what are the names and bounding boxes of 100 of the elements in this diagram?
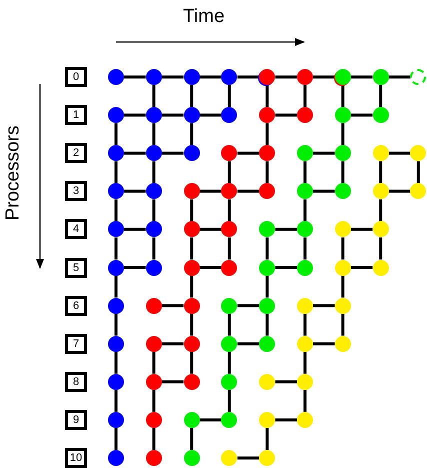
- connector-line: [190, 428, 194, 450]
- task-dot: [184, 260, 200, 276]
- axis-label: Processors: [2, 125, 25, 221]
- connector-line: [114, 276, 118, 298]
- task-dot: [184, 183, 200, 200]
- connector-line: [152, 123, 156, 146]
- connector-line: [304, 390, 306, 412]
- task-dot: [184, 336, 200, 352]
- connector-line: [304, 352, 306, 374]
- connector-line: [152, 237, 156, 260]
- connector-line: [341, 161, 344, 184]
- connector-line: [237, 190, 260, 193]
- task-dot: [297, 107, 313, 124]
- processor-number-box: 2: [65, 143, 87, 164]
- connector-line: [313, 190, 335, 193]
- task-dot: [372, 145, 389, 162]
- task-dot: [334, 183, 351, 200]
- task-dot: [259, 107, 276, 124]
- connector-line: [388, 190, 410, 193]
- task-dot: [108, 145, 124, 162]
- task-dot: [146, 221, 162, 238]
- connector-line: [200, 228, 222, 231]
- task-dot: [221, 145, 238, 162]
- connector-line: [190, 199, 194, 222]
- task-dot: [108, 450, 124, 466]
- task-dot: [146, 183, 162, 200]
- connector-line: [162, 304, 184, 308]
- connector-line: [350, 114, 373, 117]
- task-dot: [334, 336, 351, 352]
- connector-line: [190, 237, 194, 260]
- task-dot: [146, 450, 162, 466]
- task-dot: [259, 260, 276, 276]
- task-dot: [410, 183, 426, 200]
- task-dot: [259, 412, 276, 428]
- processor-number-box: 10: [65, 448, 87, 468]
- connector-line: [341, 85, 344, 108]
- connector-line: [152, 199, 156, 222]
- task-dot: [297, 374, 313, 390]
- processor-number-box: 1: [65, 105, 87, 126]
- connector-line: [379, 161, 382, 184]
- task-dot: [221, 221, 238, 238]
- task-dot: [221, 260, 238, 276]
- task-dot: [108, 336, 124, 352]
- task-dot: [146, 260, 162, 276]
- connector-line: [190, 123, 194, 146]
- connector-line: [266, 161, 269, 184]
- connector-line: [200, 418, 222, 422]
- connector-line: [237, 76, 260, 78]
- connector-line: [237, 456, 260, 460]
- task-dot: [297, 145, 313, 162]
- task-dot: [410, 145, 426, 162]
- connector-line: [152, 428, 156, 450]
- connector-line: [162, 152, 184, 155]
- processor-number-box: 6: [65, 296, 87, 316]
- connector-line: [304, 161, 306, 184]
- task-dot: [259, 374, 276, 390]
- connector-line: [162, 114, 184, 117]
- task-dot: [184, 450, 200, 466]
- connector-line: [341, 237, 344, 260]
- connector-line: [275, 76, 297, 78]
- connector-line: [379, 199, 382, 222]
- task-dot: [184, 412, 200, 428]
- task-dot: [297, 412, 313, 428]
- connector-line: [152, 85, 156, 108]
- connector-line: [190, 352, 194, 374]
- task-dot: [184, 221, 200, 238]
- processor-number-box: 3: [65, 181, 87, 202]
- task-dot: [108, 221, 124, 238]
- task-dot: [259, 298, 276, 314]
- task-dot: [221, 298, 238, 314]
- task-dot: [146, 107, 162, 124]
- task-dot: [297, 260, 313, 276]
- task-dot: [146, 374, 162, 390]
- connector-line: [114, 199, 118, 222]
- connector-line: [266, 237, 269, 260]
- connector-line: [124, 152, 146, 155]
- connector-line: [114, 352, 118, 374]
- task-dot: [372, 107, 389, 124]
- task-dot: [297, 69, 313, 85]
- task-dot: [108, 298, 124, 314]
- task-dot: [334, 107, 351, 124]
- connector-line: [266, 276, 269, 298]
- connector-line: [228, 199, 231, 222]
- task-dot: [334, 260, 351, 276]
- connector-line: [304, 199, 306, 222]
- task-dot: [146, 69, 162, 85]
- connector-line: [152, 390, 156, 412]
- connector-line: [275, 114, 297, 117]
- task-dot: [297, 298, 313, 314]
- connector-line: [379, 85, 382, 108]
- connector-line: [114, 123, 118, 146]
- task-dot: [372, 260, 389, 276]
- connector-line: [379, 237, 382, 260]
- task-dot: [146, 336, 162, 352]
- task-dot: [184, 298, 200, 314]
- connector-line: [275, 228, 297, 231]
- task-dot: [146, 298, 162, 314]
- connector-line: [266, 314, 269, 336]
- connector-line: [152, 352, 156, 374]
- processor-number-box: 5: [65, 258, 87, 278]
